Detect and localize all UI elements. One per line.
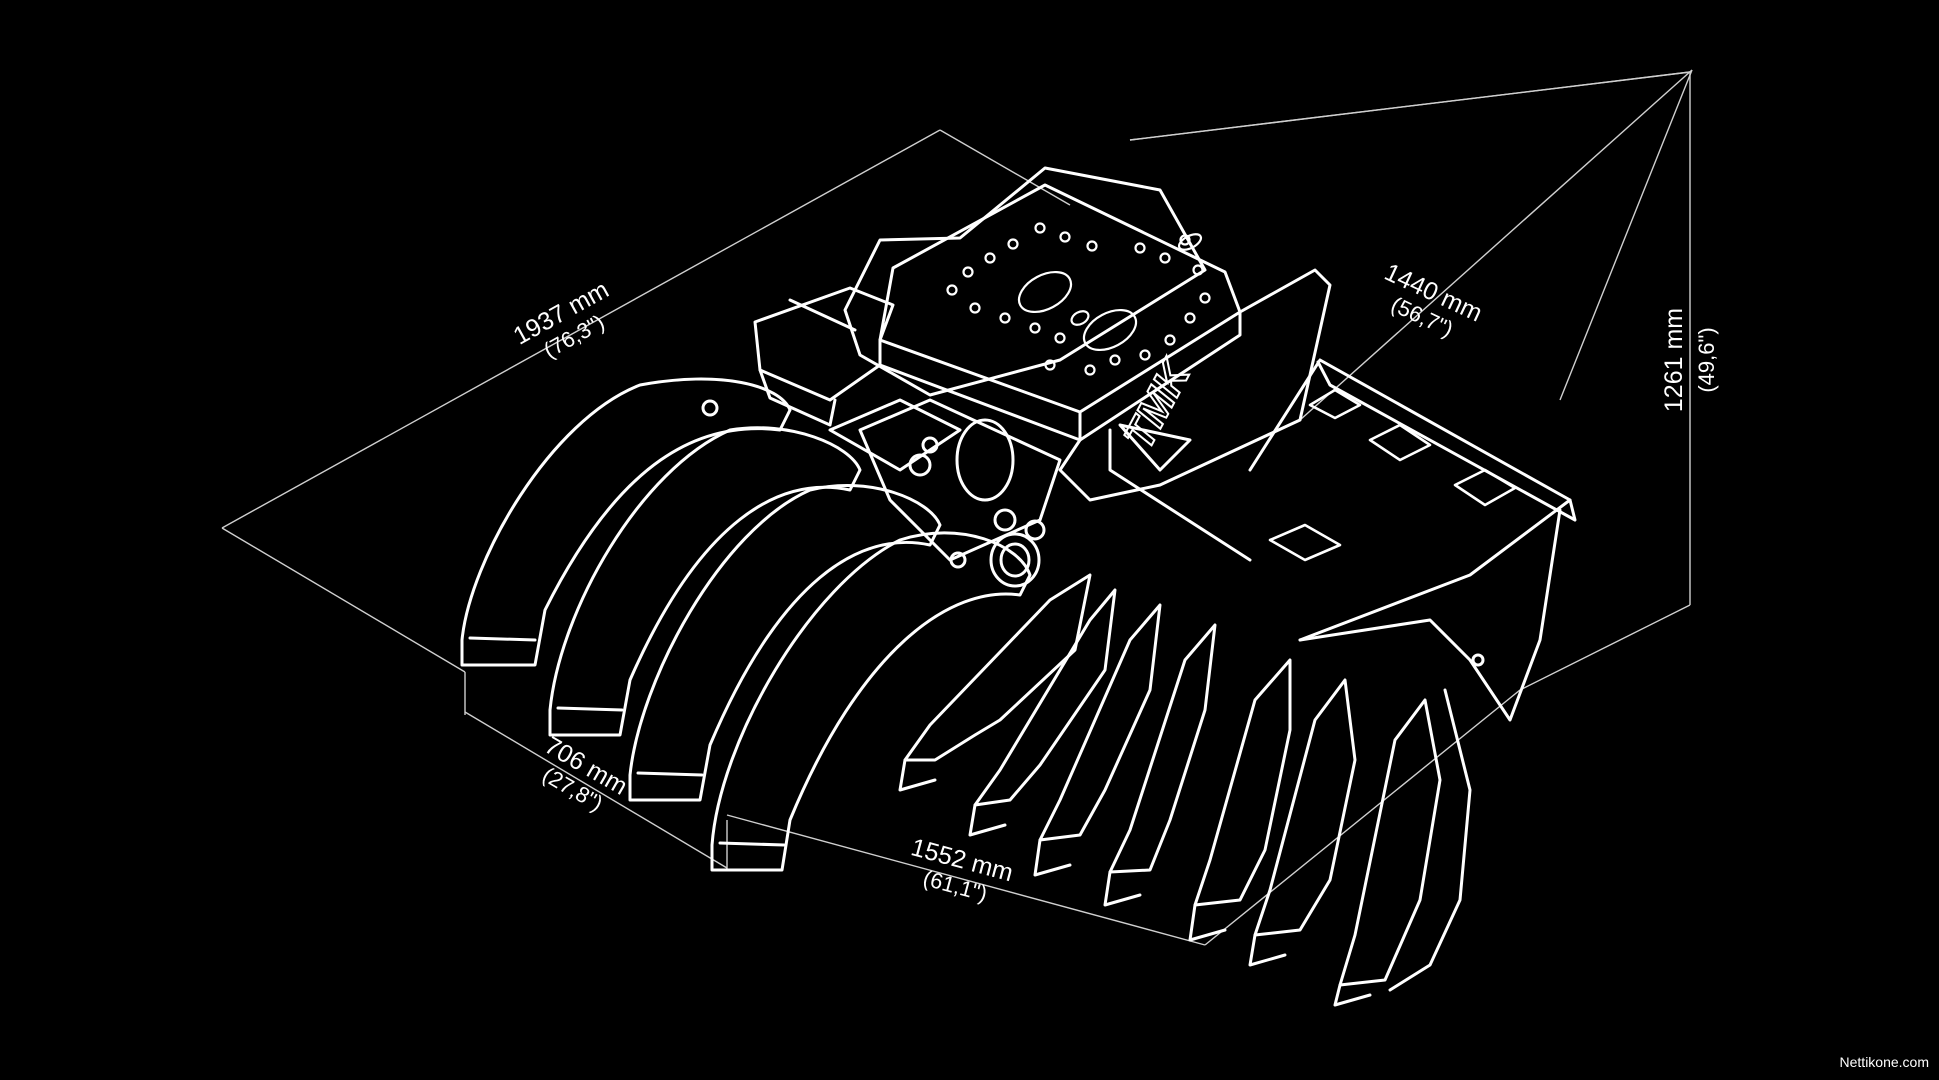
plate-holes (946, 222, 1211, 376)
watermark: Nettikone.com (1839, 1054, 1929, 1070)
dim-opening: 1552 mm (61,1") (908, 833, 1016, 906)
dim-length: 1937 mm (76,3") (509, 275, 614, 362)
dim-height: 1261 mm (49,6") (1660, 308, 1719, 412)
grapple-body (753, 166, 1577, 722)
dimension-lines (221, 69, 1693, 946)
platform-slots (1268, 388, 1517, 562)
front-fingers (460, 377, 1032, 872)
rear-fingers (898, 573, 1472, 1007)
dim-height-mm: 1261 mm (1660, 308, 1688, 412)
dim-width: 1440 mm (56,7") (1380, 258, 1486, 342)
dim-finger-span: 706 mm (27,8") (538, 731, 632, 816)
dim-height-inch: (49,6") (1694, 327, 1719, 392)
